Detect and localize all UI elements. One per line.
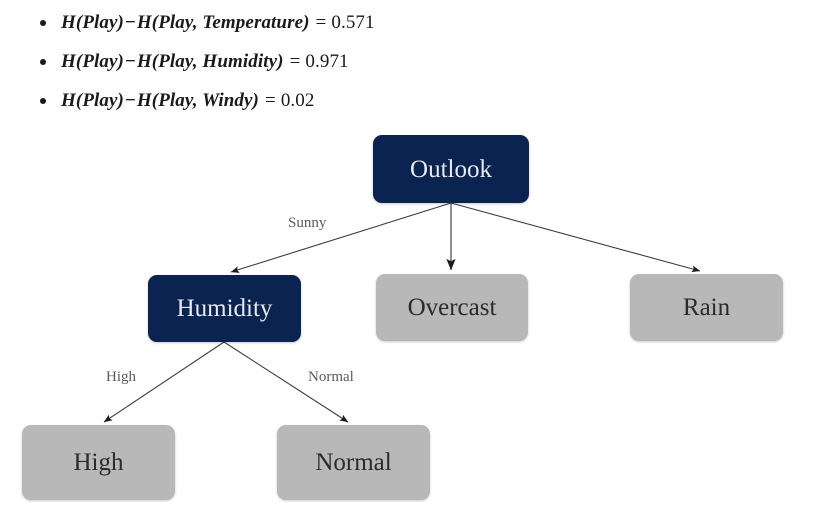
formula-equals-sign: = xyxy=(265,90,276,111)
formula-information-gain-humidity: H(Play)−H(Play, Humidity)=0.971 xyxy=(61,51,349,73)
formula-rhs-argument: (Play, Windy) xyxy=(151,90,259,111)
tree-node-overcast[interactable]: Overcast xyxy=(376,274,528,341)
formula-rhs-function: H xyxy=(136,12,152,33)
tree-node-rain[interactable]: Rain xyxy=(630,274,783,341)
formula-lhs-argument: (Play) xyxy=(75,51,124,72)
tree-node-humidity[interactable]: Humidity xyxy=(148,275,301,342)
formula-lhs-function: H xyxy=(61,51,76,72)
tree-node-label: Humidity xyxy=(176,295,273,322)
formula-equals-sign: = xyxy=(315,12,327,33)
formula-lhs-function: H xyxy=(61,90,76,111)
tree-node-outlook[interactable]: Outlook xyxy=(373,135,529,203)
formula-information-gain-windy: H(Play)−H(Play, Windy)=0.02 xyxy=(61,90,314,112)
tree-node-label: Rain xyxy=(682,294,731,321)
formula-list-item: H(Play)−H(Play, Temperature)=0.571 xyxy=(40,6,375,40)
formula-lhs-argument: (Play) xyxy=(75,90,124,111)
formula-lhs-argument: (Play) xyxy=(75,12,124,33)
formula-value: 0.971 xyxy=(305,51,349,72)
edge-outlook-to-rain xyxy=(450,202,701,273)
formula-value: 0.02 xyxy=(280,90,315,111)
formula-lhs-function: H xyxy=(61,12,76,33)
bullet-point-icon xyxy=(40,20,46,26)
edge-label-sunny: Sunny xyxy=(288,215,327,231)
formula-rhs-argument: (Play, Temperature) xyxy=(151,12,310,33)
tree-node-label: High xyxy=(73,449,124,476)
formula-information-gain-temperature: H(Play)−H(Play, Temperature)=0.571 xyxy=(61,12,375,34)
formula-rhs-function: H xyxy=(136,51,152,72)
formula-operator: − xyxy=(124,12,136,33)
formula-list-item: H(Play)−H(Play, Windy)=0.02 xyxy=(40,84,314,118)
tree-node-normal[interactable]: Normal xyxy=(277,425,430,500)
tree-node-label: Outlook xyxy=(410,155,492,183)
formula-operator: − xyxy=(124,51,136,72)
bullet-point-icon xyxy=(40,98,46,104)
edge-label-normal: Normal xyxy=(308,369,354,385)
tree-node-high[interactable]: High xyxy=(22,425,175,500)
formula-operator: − xyxy=(124,90,136,111)
edge-label-high: High xyxy=(106,369,136,385)
formula-rhs-function: H xyxy=(136,90,152,111)
bullet-point-icon xyxy=(40,59,46,65)
tree-node-label: Normal xyxy=(315,449,392,476)
formula-list-item: H(Play)−H(Play, Humidity)=0.971 xyxy=(40,45,349,79)
formula-value: 0.571 xyxy=(331,12,375,33)
tree-node-label: Overcast xyxy=(407,294,497,321)
formula-rhs-argument: (Play, Humidity) xyxy=(151,51,284,72)
formula-equals-sign: = xyxy=(289,51,301,72)
edge-outlook-to-humidity xyxy=(230,202,452,273)
